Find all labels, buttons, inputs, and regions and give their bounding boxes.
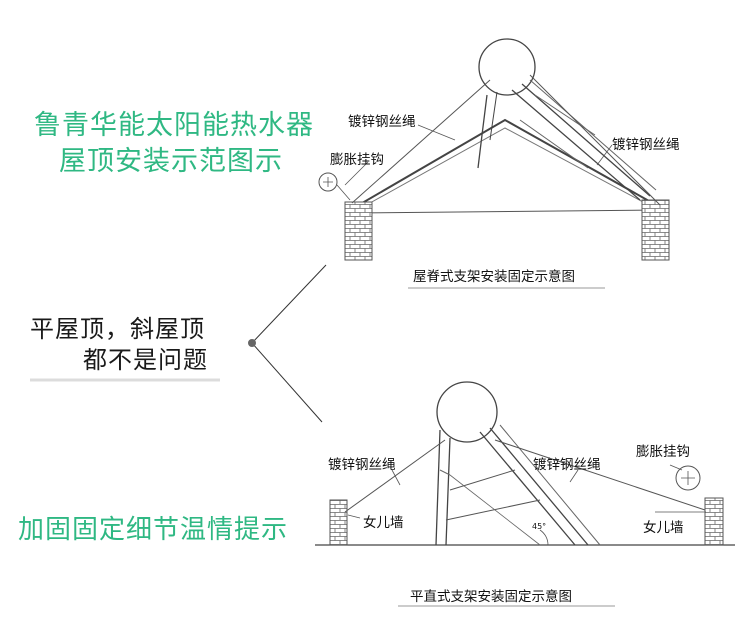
connector-lines bbox=[248, 264, 327, 423]
tip-text: 加固固定细节温情提示 bbox=[18, 515, 289, 545]
ridge-caption: 屋脊式支架安装固定示意图 bbox=[413, 269, 575, 285]
flat-label-parapet-left: 女儿墙 bbox=[363, 515, 404, 531]
flat-caption: 平直式支架安装固定示意图 bbox=[410, 589, 572, 605]
flat-angle-label: 45° bbox=[532, 522, 547, 531]
flat-label-parapet-right: 女儿墙 bbox=[643, 520, 684, 536]
flat-label-wire-mid: 镀锌钢丝绳 bbox=[533, 457, 601, 473]
title-line-2: 屋顶安装示范图示 bbox=[59, 146, 283, 177]
flat-label-wire-left: 镀锌钢丝绳 bbox=[328, 457, 396, 473]
question-line-2: 都不是问题 bbox=[83, 346, 208, 374]
flat-roof-diagram bbox=[315, 381, 735, 607]
ridge-label-hook: 膨胀挂钩 bbox=[330, 152, 384, 168]
question-line-1: 平屋顶，斜屋顶 bbox=[30, 315, 205, 343]
ridge-label-wire-right: 镀锌钢丝绳 bbox=[612, 137, 680, 153]
ridge-roof-diagram bbox=[318, 38, 670, 289]
title-line-1: 鲁青华能太阳能热水器 bbox=[34, 110, 314, 141]
ridge-label-wire-left: 镀锌钢丝绳 bbox=[348, 114, 416, 130]
flat-label-hook: 膨胀挂钩 bbox=[636, 444, 690, 460]
